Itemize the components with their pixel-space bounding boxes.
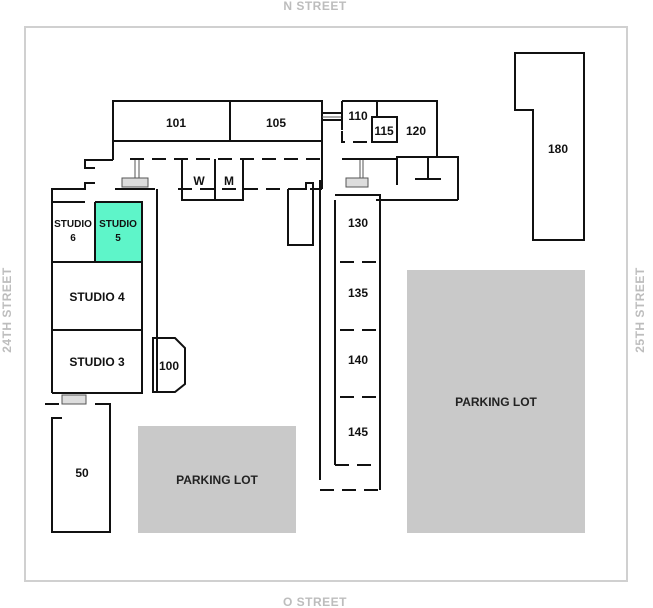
main-building: STUDIO 6 STUDIO 5 STUDIO 4 STUDIO 3 100 … — [45, 100, 459, 533]
building-180[interactable] — [514, 52, 585, 241]
room-120-label: 120 — [406, 124, 426, 138]
room-110-label: 110 — [348, 109, 368, 123]
stairs-icon — [345, 160, 369, 188]
restroom-w-label: W — [193, 174, 205, 188]
room-100[interactable] — [152, 337, 186, 393]
property-boundary — [24, 26, 628, 582]
stairs-icon — [61, 394, 87, 405]
parking-lot-left-label: PARKING LOT — [176, 473, 258, 487]
street-label-south: O STREET — [283, 595, 347, 608]
room-101-label: 101 — [166, 116, 186, 130]
studio-6-number: 6 — [70, 233, 76, 244]
room-135-label: 135 — [348, 286, 368, 300]
studio-5-label: STUDIO — [99, 219, 137, 230]
street-label-east: 25TH STREET — [633, 267, 647, 353]
parking-lot-right — [407, 270, 585, 533]
street-label-west: 24TH STREET — [0, 267, 14, 353]
studio-6-label: STUDIO — [54, 219, 92, 230]
studio-5[interactable] — [95, 202, 142, 262]
studio-5-number: 5 — [115, 233, 121, 244]
room-140-label: 140 — [348, 353, 368, 367]
parking-lot-left — [138, 426, 296, 533]
room-145-label: 145 — [348, 425, 368, 439]
room-50-label: 50 — [75, 466, 89, 480]
street-label-north: N STREET — [283, 0, 347, 13]
room-100-label: 100 — [159, 359, 179, 373]
studio-4-label: STUDIO 4 — [69, 290, 125, 304]
room-115-label: 115 — [374, 124, 394, 138]
studio-3-label: STUDIO 3 — [69, 355, 125, 369]
room-105-label: 105 — [266, 116, 286, 130]
room-130-label: 130 — [348, 216, 368, 230]
restroom-m-label: M — [224, 174, 234, 188]
room-180-label: 180 — [548, 142, 568, 156]
room-115[interactable] — [371, 116, 398, 143]
parking-lot-right-label: PARKING LOT — [455, 395, 537, 409]
stairs-icon — [121, 160, 149, 188]
